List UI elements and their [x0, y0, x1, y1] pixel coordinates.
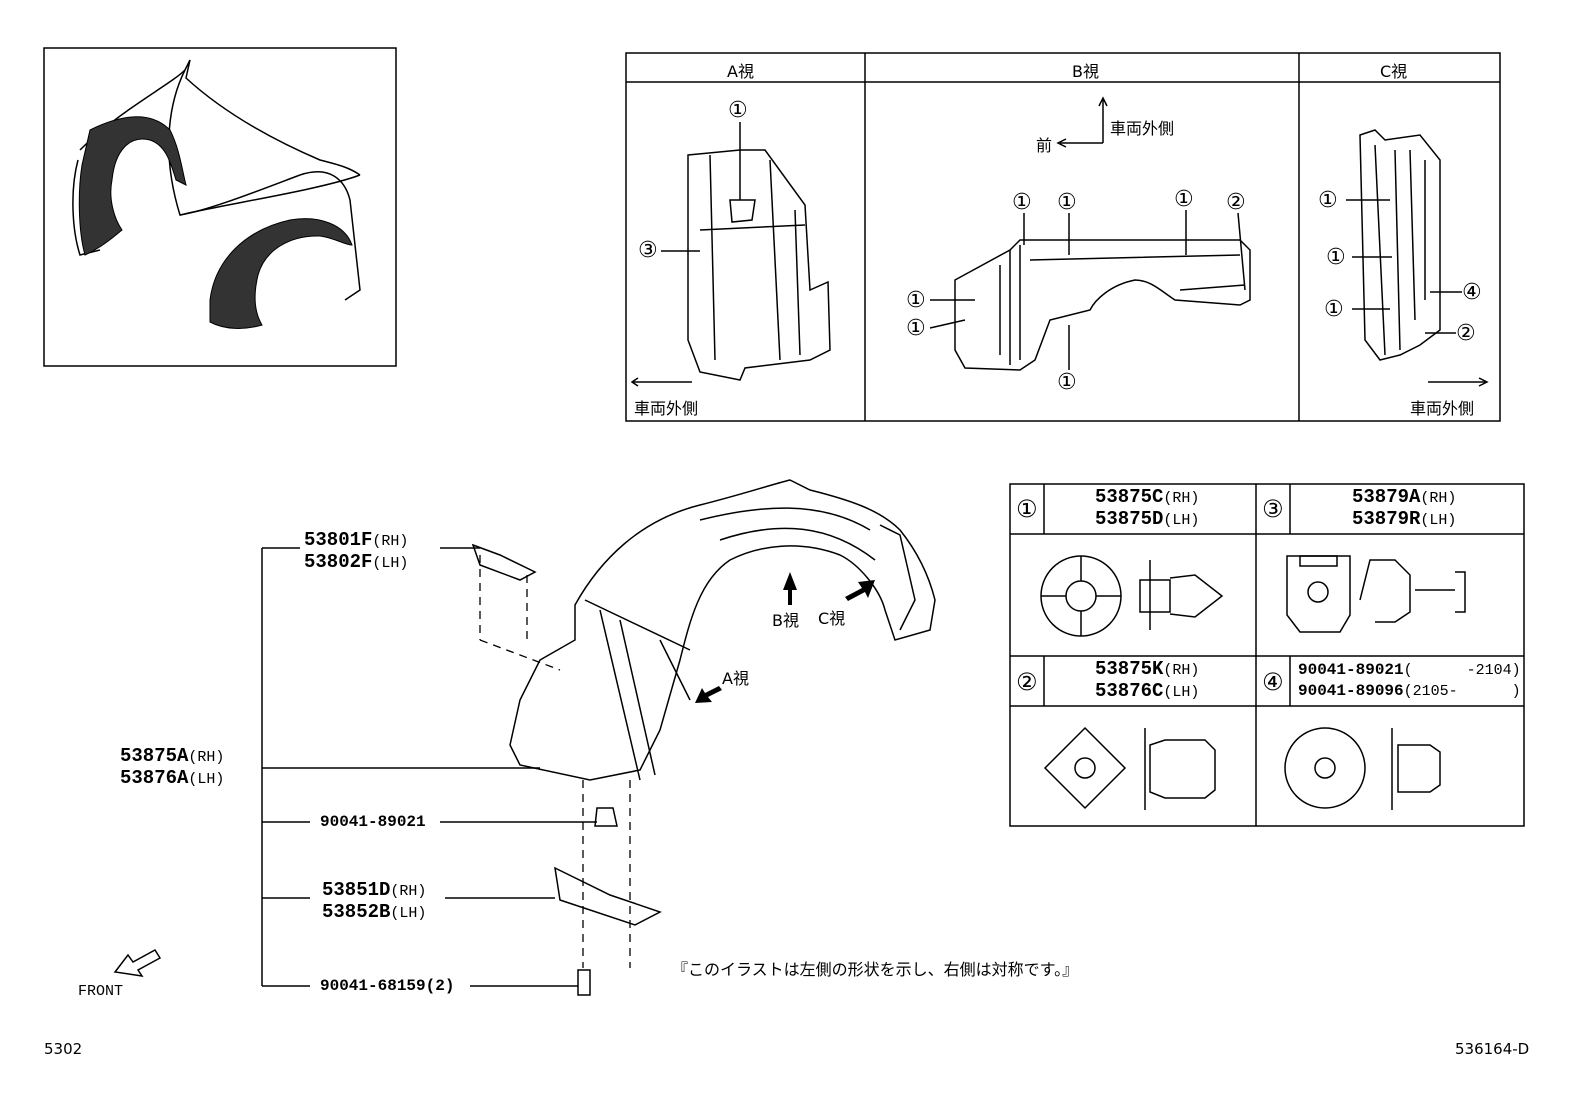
- front-arrow-icon: [113, 949, 162, 977]
- view-c-header: C視: [1380, 62, 1408, 81]
- callout-b-1e: ①: [906, 316, 926, 341]
- footer-left: 5302: [44, 1040, 83, 1058]
- clip-3-drawing: [1286, 555, 1466, 633]
- front-label: FRONT: [78, 983, 124, 1000]
- table-num-1: ①: [1016, 495, 1038, 523]
- part-clip: 90041-89021: [320, 813, 426, 831]
- arrow-a-view: [695, 686, 722, 703]
- overview-frame: [43, 47, 397, 367]
- clip-1-drawing: [1040, 555, 1224, 637]
- callout-b-1b: ①: [1057, 190, 1077, 215]
- part-bracket: 53801F(RH)53802F(LH): [304, 529, 409, 573]
- clip-2-drawing: [1043, 726, 1216, 810]
- callout-b-2: ②: [1226, 190, 1246, 215]
- table-part-1: 53875C(RH)53875D(LH): [1095, 486, 1200, 530]
- view-a-drawing: [630, 122, 831, 387]
- arrow-b-view: [783, 572, 797, 605]
- screw-drawing: [577, 969, 591, 996]
- callout-c-1c: ①: [1324, 297, 1344, 322]
- table-num-3: ③: [1262, 495, 1284, 523]
- arrow-a-label: A視: [722, 669, 749, 688]
- callout-b-1a: ①: [1012, 190, 1032, 215]
- callout-b-1d: ①: [906, 288, 926, 313]
- callout-c-4: ④: [1462, 280, 1482, 305]
- callout-c-1a: ①: [1318, 188, 1338, 213]
- table-num-4: ④: [1262, 668, 1284, 696]
- table-part-3: 53879A(RH)53879R(LH): [1352, 486, 1457, 530]
- part-liner: 53875A(RH)53876A(LH): [120, 745, 225, 789]
- callout-b-1f: ①: [1057, 370, 1077, 395]
- table-part-4: 90041-89021( -2104)90041-89096(2105- ): [1298, 661, 1521, 700]
- part-cover: 53851D(RH)53852B(LH): [322, 879, 427, 923]
- arrow-c-view: [845, 580, 875, 601]
- view-c-outer-side: 車両外側: [1410, 399, 1475, 418]
- arrow-b-label: B視: [772, 611, 799, 630]
- cover-drawing: [554, 866, 662, 926]
- bracket-drawing: [471, 543, 537, 581]
- table-part-2: 53875K(RH)53876C(LH): [1095, 658, 1200, 702]
- callout-c-2: ②: [1456, 321, 1476, 346]
- callout-b-1c: ①: [1174, 187, 1194, 212]
- overview-liner-shading: [78, 116, 353, 329]
- view-a-header: A視: [727, 62, 754, 81]
- overview-car-sketch: [72, 59, 361, 301]
- symmetry-note: 『このイラストは左側の形状を示し、右側は対称です。』: [672, 960, 1079, 979]
- views-box: [625, 52, 1501, 422]
- view-b-drawing: [929, 96, 1251, 371]
- view-arrows: [695, 572, 875, 703]
- arrow-c-label: C視: [818, 609, 846, 628]
- callout-a-1: ①: [728, 98, 748, 123]
- view-b-header: B視: [1072, 62, 1099, 81]
- view-c-drawing: [1346, 129, 1489, 387]
- view-a-outer-side: 車両外側: [634, 399, 699, 418]
- parts-table-frame: [1009, 483, 1525, 827]
- part-screw: 90041-68159(2): [320, 977, 455, 995]
- fender-liner-drawing: [509, 479, 936, 781]
- view-b-front: 前: [1036, 136, 1053, 155]
- clip-4-drawing: [1284, 727, 1441, 810]
- clip-part-drawing: [594, 807, 618, 827]
- footer-right: 536164-D: [1455, 1040, 1530, 1058]
- table-num-2: ②: [1016, 668, 1038, 696]
- callout-c-1b: ①: [1326, 245, 1346, 270]
- view-b-outer-side: 車両外側: [1110, 119, 1175, 138]
- callout-a-3: ③: [638, 238, 658, 263]
